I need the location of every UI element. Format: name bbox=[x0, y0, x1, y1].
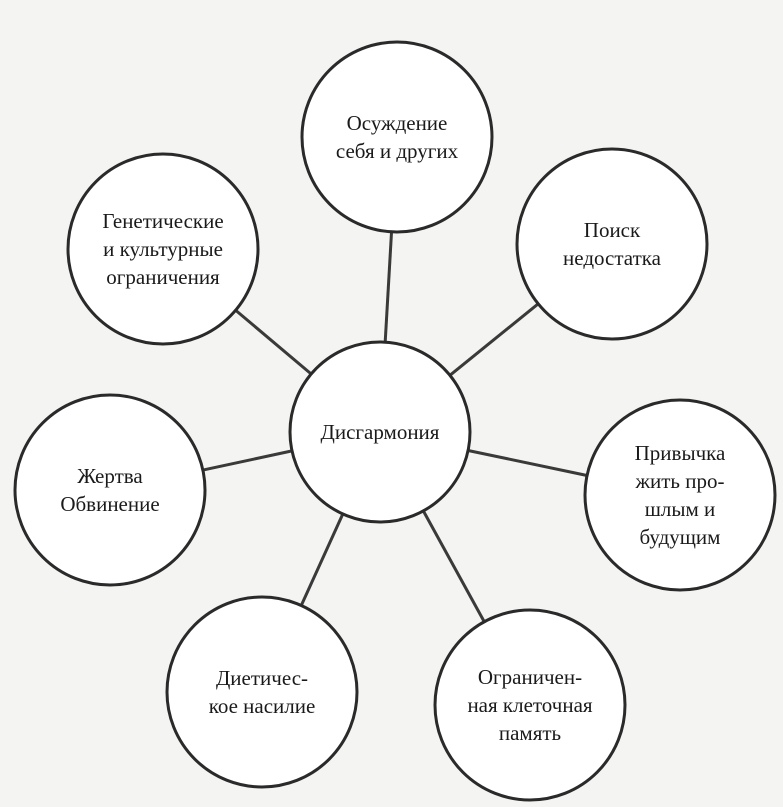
node-victim-blame-label-line: Обвинение bbox=[60, 492, 159, 516]
node-past-future-habit-label-line: шлым и bbox=[645, 497, 716, 521]
node-diet-violence-label-line: Диетичес- bbox=[216, 666, 308, 690]
node-genetic-cultural-label-line: ограничения bbox=[106, 265, 220, 289]
connector-past-future-habit bbox=[467, 449, 588, 477]
node-diet-violence: Диетичес-кое насилие bbox=[165, 595, 359, 789]
center-node: Дисгармония bbox=[288, 340, 472, 524]
node-genetic-cultural-label-line: и культурные bbox=[103, 237, 223, 261]
connector-limited-cell-memory bbox=[422, 510, 486, 623]
node-limited-cell-memory: Ограничен-ная клеточная память bbox=[433, 608, 627, 802]
node-judgment-label-line: Осуждение bbox=[347, 111, 448, 135]
node-circle-limited-cell-memory bbox=[433, 608, 627, 802]
node-circle-genetic-cultural bbox=[66, 152, 260, 346]
node-lack-search: Поиск недостатка bbox=[515, 147, 709, 341]
node-circle-judgment bbox=[300, 40, 494, 234]
node-circle-past-future-habit bbox=[583, 398, 777, 592]
connector-victim-blame bbox=[202, 449, 293, 472]
node-past-future-habit: Привычка жить про-шлым и будущим bbox=[583, 398, 777, 592]
connector-diet-violence bbox=[299, 513, 345, 607]
node-limited-cell-memory-label-line: ная клеточная bbox=[467, 693, 592, 717]
node-genetic-cultural: Генетические и культурные ограничения bbox=[66, 152, 260, 346]
connector-judgment bbox=[383, 231, 394, 343]
node-diet-violence-label-line: кое насилие bbox=[209, 694, 316, 718]
node-limited-cell-memory-label-line: Ограничен- bbox=[478, 665, 582, 689]
node-genetic-cultural-label-line: Генетические bbox=[102, 209, 223, 233]
connector-lack-search bbox=[448, 302, 540, 377]
node-lack-search-label-line: Поиск bbox=[584, 218, 641, 242]
node-circle-victim-blame bbox=[13, 393, 207, 587]
node-judgment: Осуждение себя и других bbox=[300, 40, 494, 234]
node-circle-lack-search bbox=[515, 147, 709, 341]
node-victim-blame-label-line: Жертва bbox=[77, 464, 143, 488]
node-limited-cell-memory-label-line: память bbox=[499, 721, 561, 745]
node-past-future-habit-label-line: будущим bbox=[640, 525, 721, 549]
node-judgment-label-line: себя и других bbox=[336, 139, 459, 163]
node-past-future-habit-label-line: Привычка bbox=[635, 441, 726, 465]
node-lack-search-label-line: недостатка bbox=[563, 246, 662, 270]
node-circle-diet-violence bbox=[165, 595, 359, 789]
connectors bbox=[202, 231, 588, 623]
center-node-label-line: Дисгармония bbox=[321, 420, 440, 444]
center-node-circle bbox=[288, 340, 472, 524]
node-past-future-habit-label-line: жить про- bbox=[635, 469, 725, 493]
connector-genetic-cultural bbox=[234, 309, 313, 376]
